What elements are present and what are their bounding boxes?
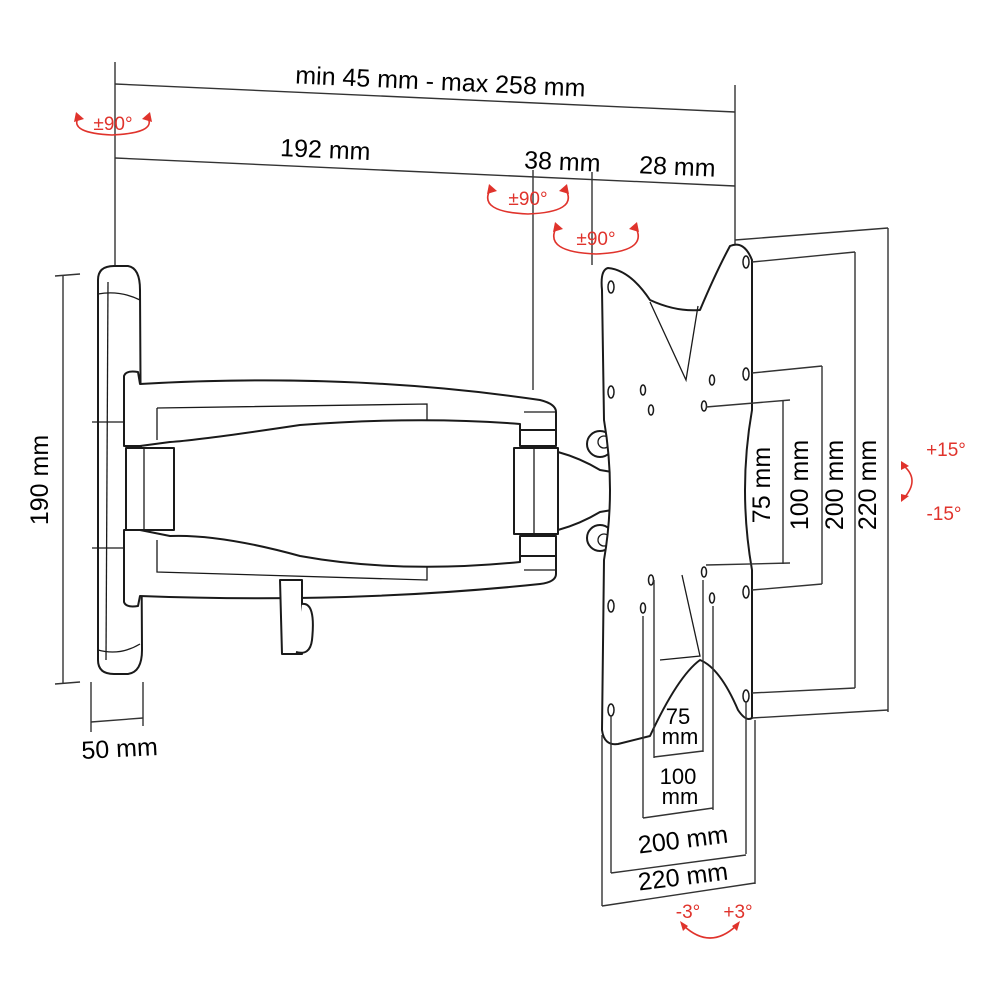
cable-clip — [279, 579, 314, 655]
wall-hinge-block — [125, 447, 175, 531]
vesa-vertical-dimensions: 75 mm 100 mm 200 mm 220 mm — [705, 227, 889, 719]
head-pivot-rotation: ±90° — [553, 222, 639, 255]
vesa-horizontal-200-label: 200 mm — [636, 821, 729, 860]
vesa-plate — [600, 243, 753, 746]
vesa-vertical-100-label: 100 mm — [786, 440, 814, 530]
roll-rotation: -3° +3° — [676, 902, 753, 939]
wall-plate-height-label: 190 mm — [26, 435, 54, 525]
tilt-up-label: +15° — [926, 440, 966, 461]
elbow-pivot-rotation-label: ±90° — [508, 189, 547, 210]
vesa-horizontal-100-value: 100 — [660, 764, 697, 789]
joint-offset-1-label: 38 mm — [524, 146, 602, 177]
vesa-horizontal-75-value: 75 — [666, 704, 690, 729]
upper-arm — [123, 370, 557, 447]
vesa-horizontal-100-unit: mm — [662, 784, 699, 809]
wall-pivot-rotation-label: ±90° — [93, 114, 132, 135]
vesa-horizontal-220-label: 220 mm — [636, 858, 729, 897]
elbow-pivot-rotation: ±90° — [486, 184, 570, 215]
arm-length-label: 192 mm — [280, 134, 371, 166]
wall-plate-height-dimension: 190 mm — [26, 273, 81, 685]
joint-offset-2-label: 28 mm — [639, 151, 717, 182]
lower-arm — [123, 529, 557, 608]
tilt-down-label: -15° — [926, 504, 961, 525]
tilt-rotation: +15° -15° — [901, 440, 966, 525]
elbow-joint — [513, 429, 613, 557]
wall-plate-depth-dimension: 50 mm — [81, 682, 159, 765]
vesa-horizontal-75-unit: mm — [662, 724, 699, 749]
wall-pivot-rotation: ±90° — [74, 112, 152, 136]
arm-length-dimension: 192 mm 38 mm 28 mm — [114, 134, 736, 390]
vesa-vertical-200-label: 200 mm — [821, 440, 849, 530]
roll-left-label: -3° — [676, 902, 701, 923]
vesa-vertical-220-label: 220 mm — [854, 440, 882, 530]
vesa-vertical-75-label: 75 mm — [748, 447, 776, 523]
extension-range-label: min 45 mm - max 258 mm — [295, 61, 586, 102]
roll-right-label: +3° — [723, 902, 752, 923]
head-pivot-rotation-label: ±90° — [576, 229, 615, 250]
wall-plate-depth-label: 50 mm — [81, 733, 159, 765]
